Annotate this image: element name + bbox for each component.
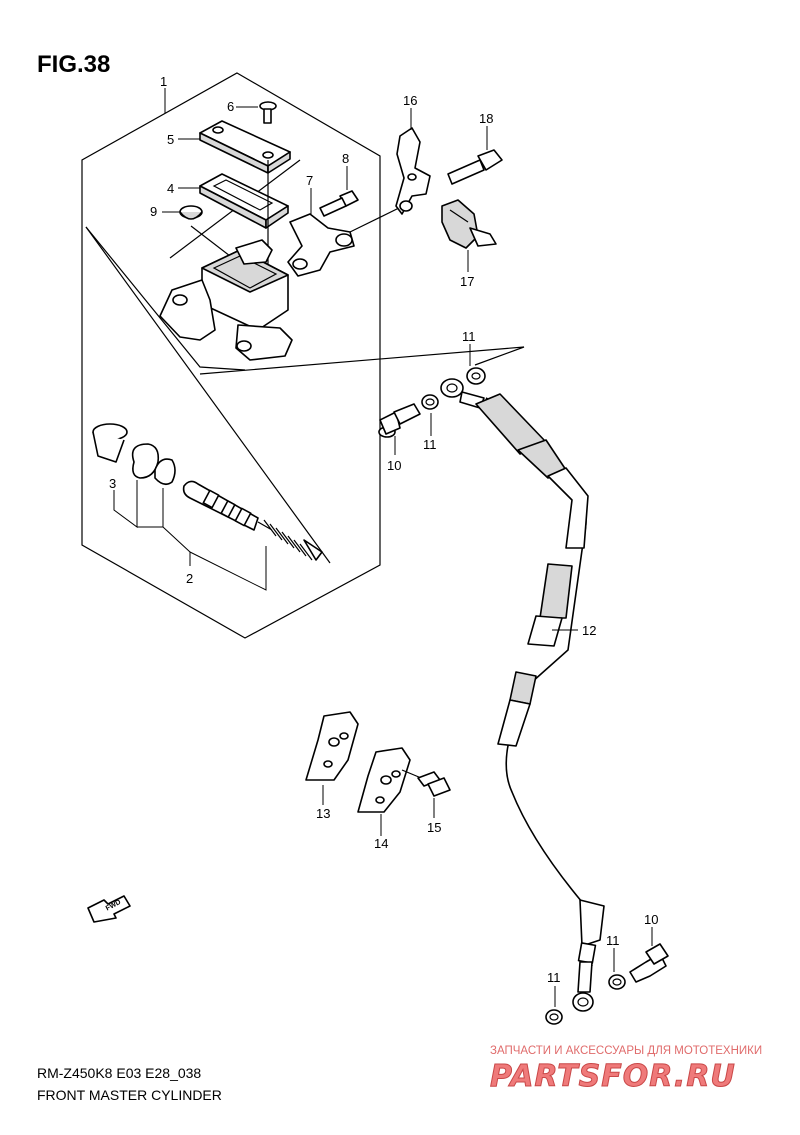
callout-6: 6 <box>227 99 234 114</box>
explode-line-right <box>199 346 525 375</box>
part-11-washer-b <box>466 367 486 385</box>
callout-11-a: 11 <box>462 329 476 344</box>
callout-15: 15 <box>427 820 441 835</box>
part-8-bolt <box>319 190 359 217</box>
model-code: RM-Z450K8 E03 E28_038 <box>37 1065 201 1081</box>
part-14-clamp <box>357 747 411 813</box>
callout-labels: 1 6 5 8 7 4 9 16 18 17 11 11 10 3 2 12 1… <box>109 74 658 985</box>
callout-9: 9 <box>150 204 157 219</box>
part-4-diaphragm-plate <box>199 173 289 229</box>
part-15-bolt <box>417 771 451 797</box>
callout-2: 2 <box>186 571 193 586</box>
watermark-logo: PARTSFOR.RU <box>490 1059 736 1094</box>
part-10-banjo-bolt-upper <box>378 403 421 438</box>
part-17-switch <box>441 199 497 249</box>
callout-11-d: 11 <box>547 970 561 985</box>
assembly-outline <box>81 72 381 639</box>
callout-7: 7 <box>306 173 313 188</box>
callout-4: 4 <box>167 181 174 196</box>
callout-5: 5 <box>167 132 174 147</box>
part-11-washer-c <box>545 1009 563 1025</box>
part-10-banjo-bolt-lower <box>629 943 669 983</box>
part-11-washer-a <box>421 394 439 410</box>
part-7-holder <box>287 213 355 277</box>
explode-line-left <box>85 226 246 371</box>
part-18-bolt <box>447 149 503 185</box>
callout-8: 8 <box>342 151 349 166</box>
part-13-clamp <box>305 711 359 781</box>
part-11-washer-d <box>608 974 626 990</box>
part-5-reservoir-cap <box>199 120 291 174</box>
callout-11-b: 11 <box>423 437 437 452</box>
figure-title: FIG.38 <box>37 51 110 78</box>
callout-10-b: 10 <box>644 912 658 927</box>
callout-17: 17 <box>460 274 474 289</box>
callout-18: 18 <box>479 111 493 126</box>
watermark-tagline: ЗАПЧАСТИ И АКСЕССУАРЫ ДЛЯ МОТОТЕХНИКИ <box>490 1045 762 1057</box>
callout-11-c: 11 <box>606 933 620 948</box>
callout-3: 3 <box>109 476 116 491</box>
callout-12: 12 <box>582 623 596 638</box>
figure-caption: FRONT MASTER CYLINDER <box>37 1087 222 1103</box>
callout-10-a: 10 <box>387 458 401 473</box>
callout-14: 14 <box>374 836 388 851</box>
part-2-piston-assembly <box>182 480 323 561</box>
part-16-lever <box>395 127 431 215</box>
part-9-diaphragm <box>179 205 203 220</box>
master-cylinder-body <box>159 239 293 361</box>
callout-13: 13 <box>316 806 330 821</box>
callout-16: 16 <box>403 93 417 108</box>
fwd-arrow-icon: FWD <box>87 895 131 923</box>
part-3-boot <box>92 423 176 486</box>
callout-1: 1 <box>160 74 167 89</box>
part-6-screw <box>259 101 277 124</box>
part-12-brake-hose <box>440 378 605 1012</box>
